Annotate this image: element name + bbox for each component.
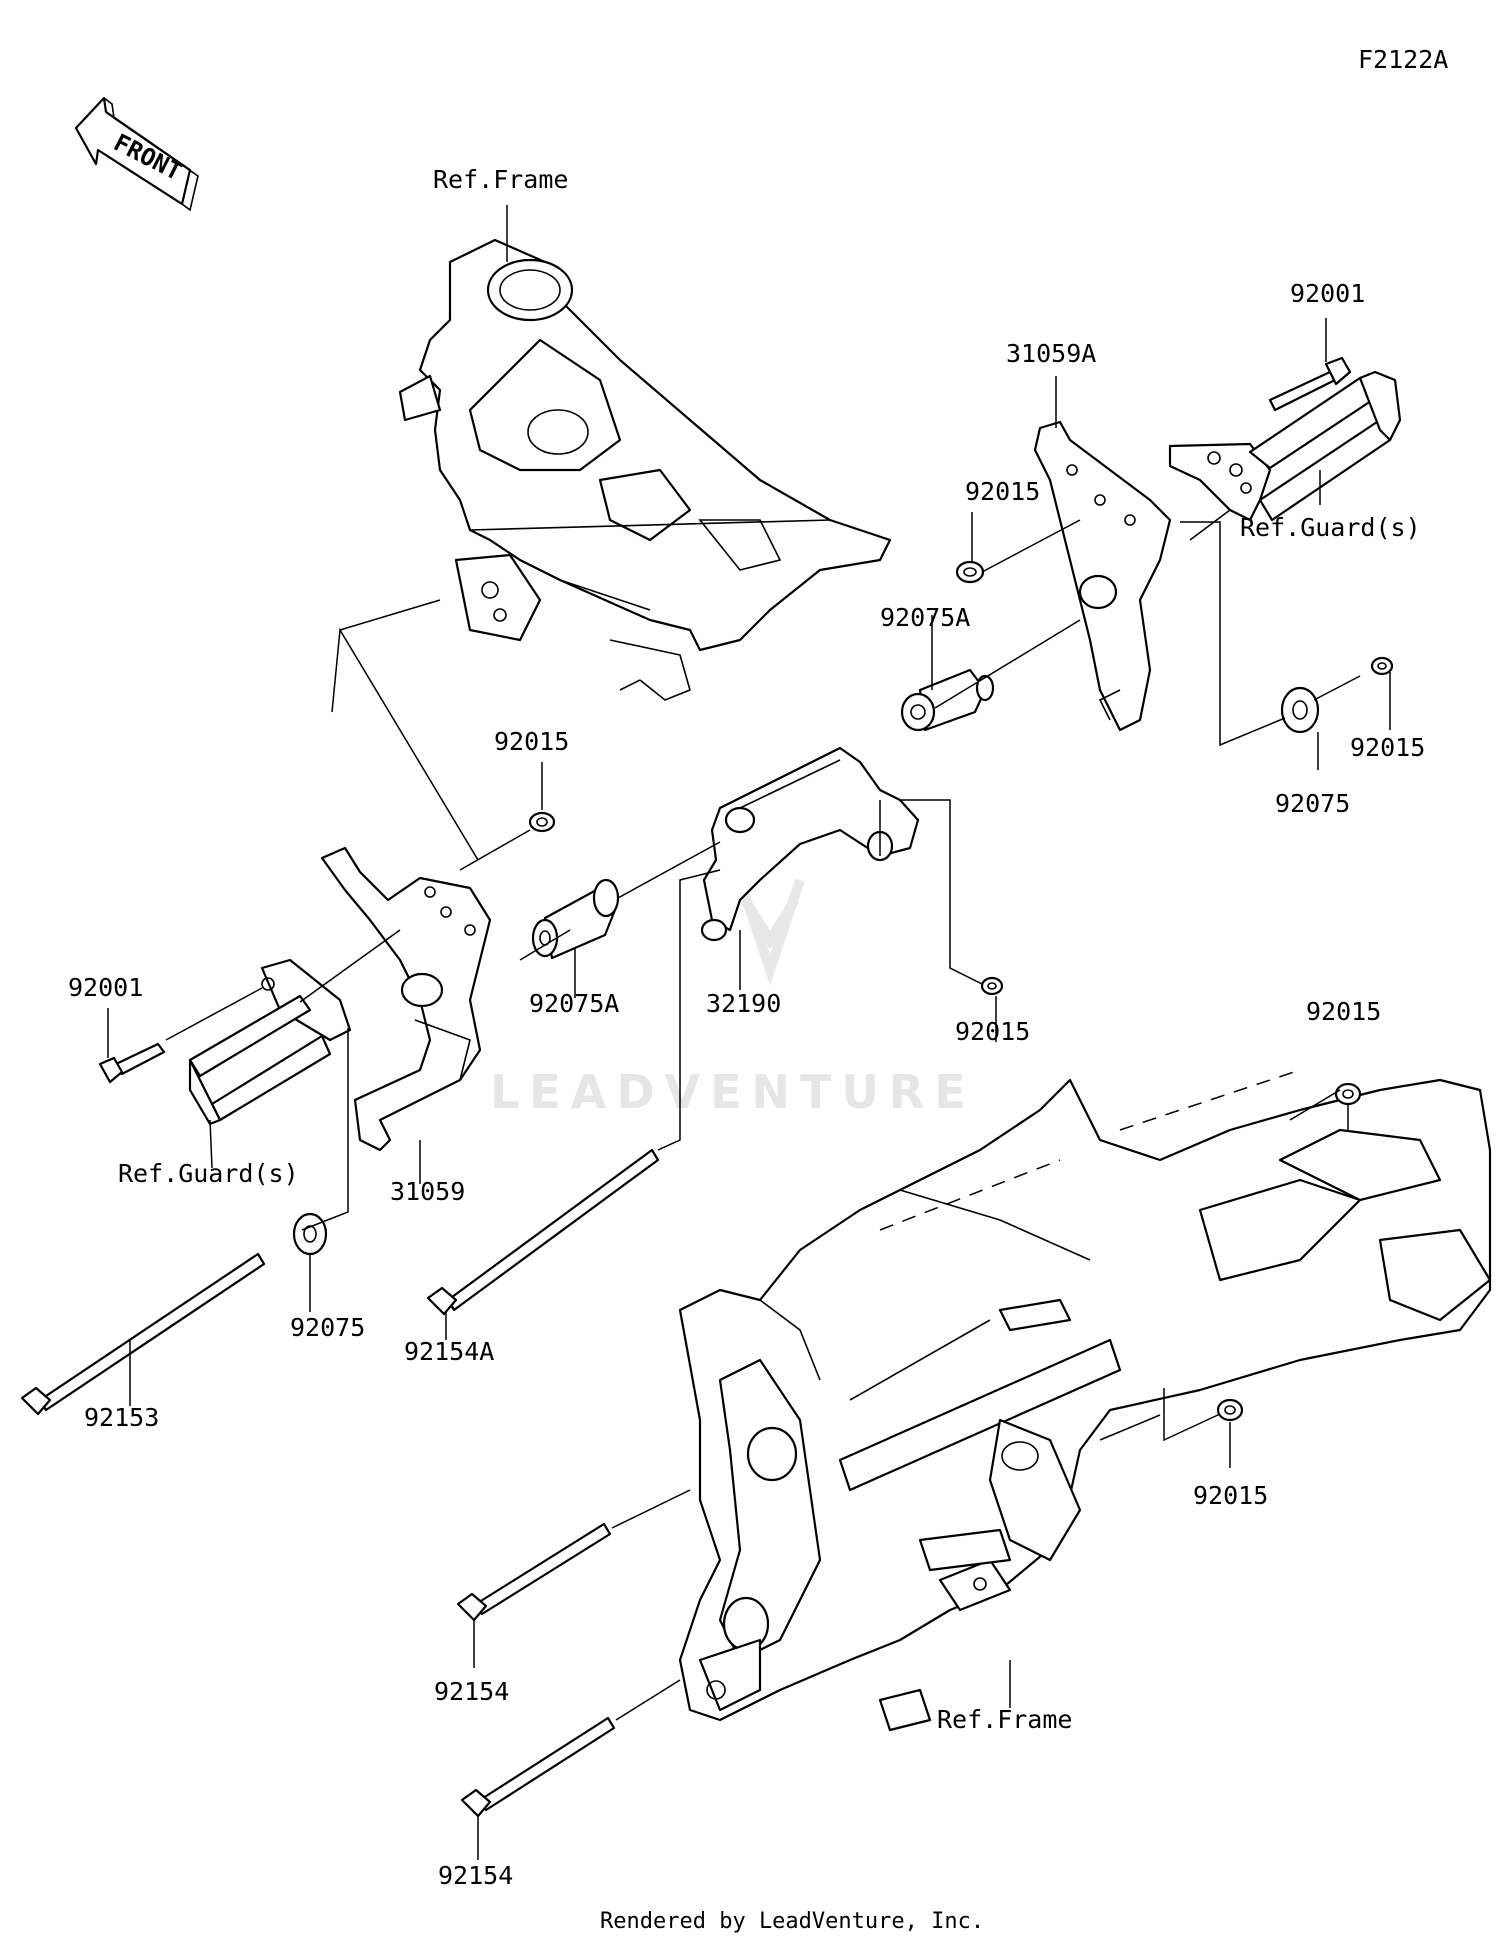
front-arrow-icon: FRONT (74, 96, 199, 212)
callout-ref-guard-left: Ref.Guard(s) (118, 1159, 299, 1188)
guard-right-drawing (1168, 370, 1402, 522)
callout-92001-right: 92001 (1290, 279, 1365, 308)
callout-ref-frame-top: Ref.Frame (433, 165, 568, 194)
nut-92015-c-drawing (1370, 656, 1394, 676)
callout-92154-upper: 92154 (434, 1677, 509, 1706)
bolt-92154-upper-drawing (456, 1522, 612, 1622)
callout-92015-f: 92015 (1193, 1481, 1268, 1510)
callout-92015-d: 92015 (955, 1017, 1030, 1046)
bolt-92153-drawing (20, 1252, 266, 1416)
bolt-92154-lower-drawing (460, 1716, 616, 1818)
washer-92075-left-drawing (292, 1212, 328, 1256)
callout-31059: 31059 (390, 1177, 465, 1206)
bolt-92154a-drawing (426, 1148, 660, 1316)
callout-92001-left: 92001 (68, 973, 143, 1002)
callout-92015-e: 92015 (1306, 997, 1381, 1026)
lower-frame-drawing (678, 1069, 1492, 1732)
leader-lines (107, 205, 1391, 1860)
callout-31059a: 31059A (1006, 339, 1096, 368)
washer-92075-right-drawing (1280, 686, 1320, 734)
callout-92075a-upper: 92075A (880, 603, 970, 632)
callout-labels: Ref.Frame 92001 31059A 92015 Ref.Guard(s… (68, 165, 1425, 1890)
callout-32190: 32190 (706, 989, 781, 1018)
upper-frame-drawing (398, 238, 892, 701)
watermark: LEADVENTURE (490, 878, 976, 1119)
callout-ref-guard-right: Ref.Guard(s) (1240, 513, 1421, 542)
bush-92075a-upper-drawing (900, 668, 995, 732)
bolt-92001-right-drawing (1268, 356, 1352, 412)
callout-92075a-lower: 92075A (529, 989, 619, 1018)
bush-92075a-lower-drawing (531, 878, 620, 960)
bolt-92001-left-drawing (98, 1042, 166, 1084)
callout-92153: 92153 (84, 1403, 159, 1432)
nut-92015-d-drawing (980, 976, 1004, 996)
callout-92154a: 92154A (404, 1337, 494, 1366)
callout-92075-left: 92075 (290, 1313, 365, 1342)
callout-92015-a: 92015 (965, 477, 1040, 506)
figure-id: F2122A (1358, 45, 1448, 74)
callout-ref-frame-bottom: Ref.Frame (937, 1705, 1072, 1734)
callout-92015-c: 92015 (494, 727, 569, 756)
bracket-31059a-drawing (1033, 420, 1172, 732)
nut-92015-b-drawing (528, 811, 556, 833)
nut-92015-e-drawing (1334, 1082, 1362, 1106)
nut-92015-f-drawing (1216, 1398, 1244, 1422)
callout-92015-b: 92015 (1350, 733, 1425, 762)
footer-credit: Rendered by LeadVenture, Inc. (600, 1909, 984, 1934)
callout-92154-lower: 92154 (438, 1861, 513, 1890)
bracket-32190-drawing (700, 746, 920, 942)
watermark-text: LEADVENTURE (490, 1065, 976, 1119)
bracket-31059-drawing (320, 846, 492, 1152)
nut-92015-a-drawing (955, 560, 985, 584)
callout-92075-right: 92075 (1275, 789, 1350, 818)
guard-left-drawing (188, 958, 352, 1126)
